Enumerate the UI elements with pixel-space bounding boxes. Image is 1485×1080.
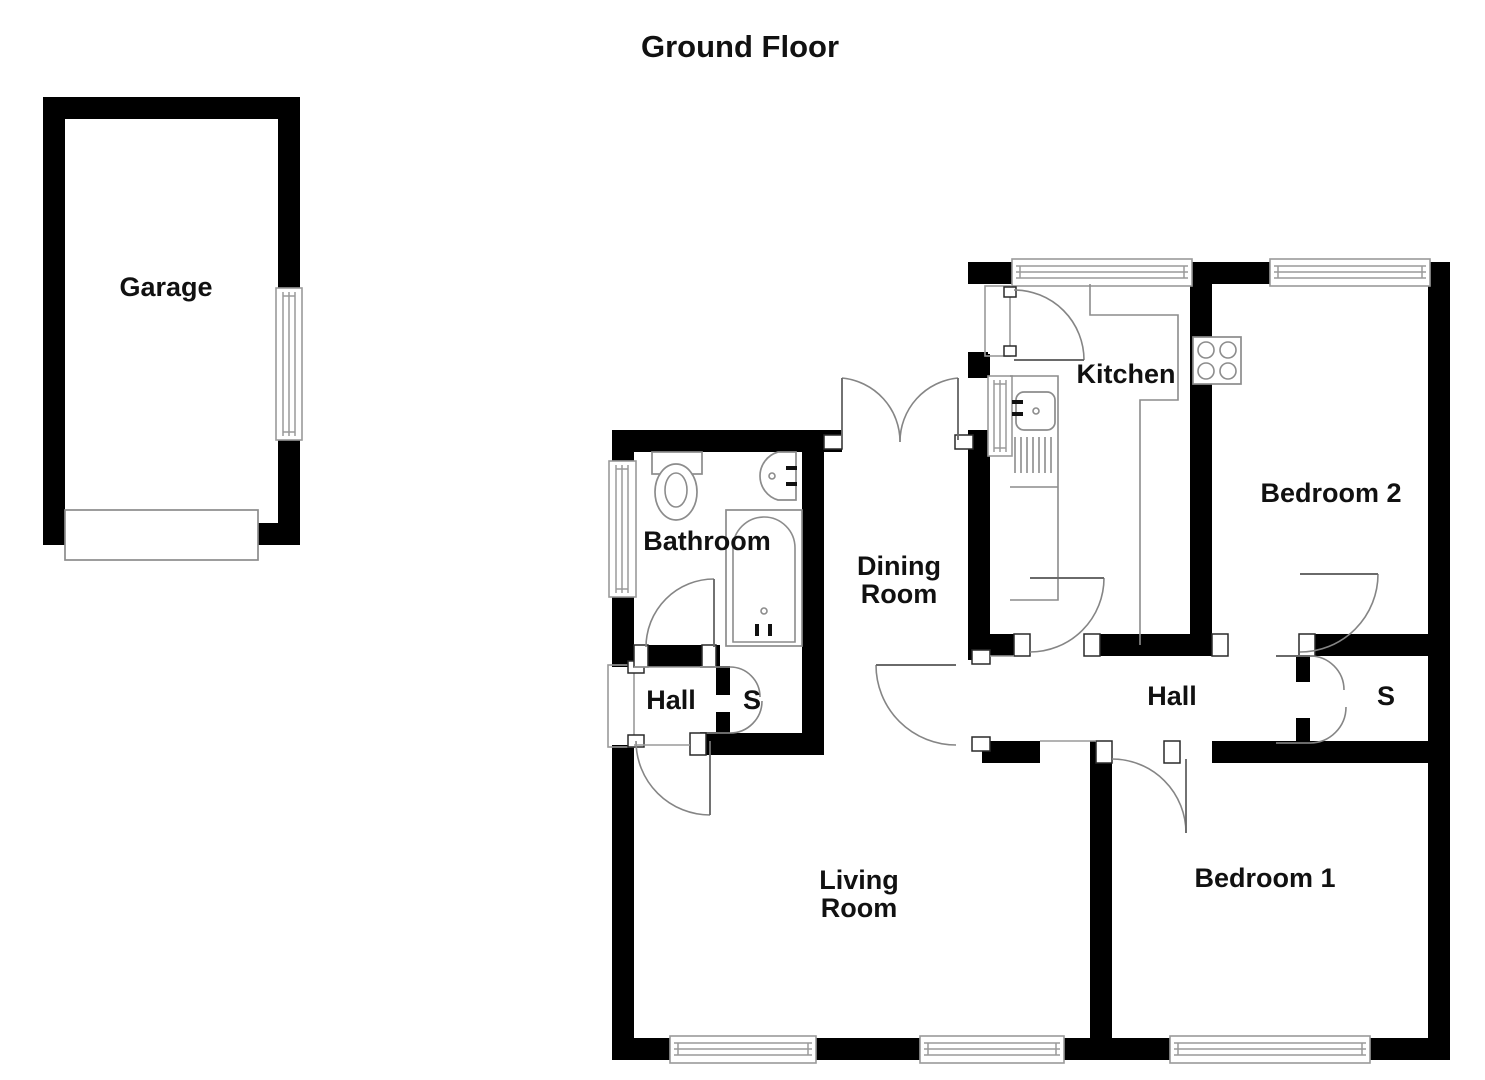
living-window-1 [669,1035,817,1064]
hob-burner-2 [1219,341,1237,359]
room-label-store-left: S [743,685,761,715]
sink-tap-2 [1012,412,1023,416]
basin-drain [768,472,776,480]
garage-block: Garage [43,97,303,561]
room-label-dining-line2: Room [861,579,938,609]
basin-icon [759,451,797,501]
wall-kitchen-jamb [968,352,990,378]
worktop-outline-upper [1089,284,1179,645]
store-right-doors[interactable] [1276,655,1347,744]
kitchen-fixtures [1010,284,1242,645]
hall-dining-door[interactable] [875,649,991,752]
wall-halL-south [696,733,824,755]
bedroom2-window [1269,258,1431,287]
bedroom1-window [1169,1035,1371,1064]
wall-storeL-nub-bottom [716,712,730,735]
bathroom-window [608,460,637,598]
wall-bathroom-east [802,430,824,755]
wall-hallR-north-a [990,634,1014,656]
hob-burner-3 [1197,362,1215,380]
room-label-hall-right: Hall [1147,681,1197,711]
hall-right-outline [990,655,1096,742]
garage-window [275,287,303,441]
wall-storeL-nub-top [716,667,730,695]
bathtub-tap-2 [768,624,772,636]
hob-burner-4 [1219,362,1237,380]
wall-storeR-nub-bottom [1296,718,1310,743]
wc-seat-inner [664,472,688,508]
room-label-living-line1: Living [819,865,899,895]
hall-left-outline [634,666,716,746]
wall-hallR-south-b [1212,741,1430,763]
wall-bathroom-north [612,430,824,452]
living-room-door[interactable] [689,732,707,756]
wall-hallR-south-a [982,741,1040,763]
bathtub-inner [732,516,796,643]
kitchen-window [1011,258,1193,287]
sink-drain [1032,407,1040,415]
room-label-bathroom: Bathroom [643,526,771,556]
garage-wall-north [43,97,300,119]
wall-kitchen-nw [968,262,1006,284]
bathtub-drain [760,607,768,615]
garage-wall-west [43,97,65,545]
garage-door [64,509,259,561]
wall-hallR-north-b [1100,634,1212,656]
room-label-dining-line1: Dining [857,551,941,581]
sink-tap-1 [1012,400,1023,404]
page-title: Ground Floor [641,29,839,64]
bedroom1-door[interactable] [1095,740,1187,834]
room-label-bedroom1: Bedroom 1 [1194,863,1335,893]
room-label-store-right: S [1377,681,1395,711]
room-label-bedroom2: Bedroom 2 [1260,478,1401,508]
room-labels: Bathroom Hall S Dining Room Kitchen Bedr… [643,359,1401,923]
bathtub-tap-1 [755,624,759,636]
kitchen-back-door[interactable] [984,284,1085,361]
bathtub-outer [725,509,803,647]
kitchen-door[interactable] [1013,577,1105,657]
kitchen-side-window [987,375,1013,457]
room-label-garage: Garage [119,272,212,302]
worktop-outline-left [1010,375,1059,601]
bathroom-fixtures [651,451,803,647]
sink-icon [1015,391,1056,431]
wall-storeR-nub-top [1296,656,1310,682]
drainer-icon [1014,437,1052,473]
room-label-hall-left: Hall [646,685,696,715]
basin-tap-2 [786,482,797,486]
room-label-living-line2: Room [821,893,898,923]
wall-east [1428,262,1450,1060]
basin-tap-1 [786,466,797,470]
room-label-kitchen: Kitchen [1076,359,1175,389]
wall-dining-kitchen [968,430,990,660]
hob-burner-1 [1197,341,1215,359]
windows [608,258,1431,1064]
wall-living-bedroom1 [1090,741,1112,1060]
living-window-2 [919,1035,1065,1064]
dining-french-doors[interactable] [823,377,974,450]
wc-pan-icon [654,463,698,521]
hob-icon [1192,336,1242,385]
bathroom-door[interactable] [633,578,717,668]
